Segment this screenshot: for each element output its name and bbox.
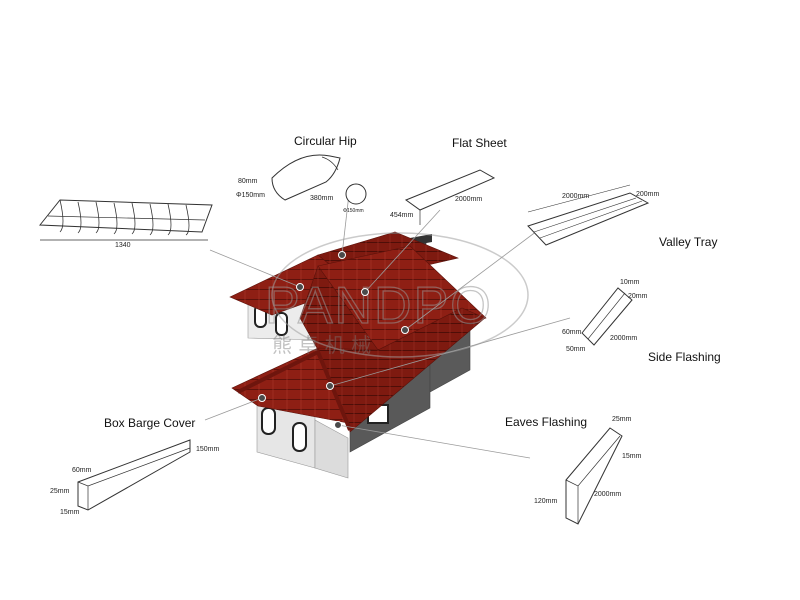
- side-length-label: 2000mm: [610, 335, 637, 342]
- watermark-cn: 熊 卓 机 械: [272, 333, 371, 357]
- side-flashing-part: Side Flashing 10mm 20mm 60mm 50mm 2000mm: [562, 279, 721, 364]
- eaves-top-label: 25mm: [612, 416, 632, 423]
- side-a-label: 60mm: [562, 329, 582, 336]
- hip-diameter-label: Φ150mm: [236, 192, 265, 199]
- hip-section-label: Φ150mm: [343, 208, 364, 214]
- marker-dot: [338, 251, 346, 259]
- roof-tile-part: 1340: [38, 199, 213, 249]
- front-corner-wall: [314, 419, 349, 479]
- side-b-label: 50mm: [566, 346, 586, 353]
- hip-shape: [271, 154, 341, 201]
- marker-dot: [361, 288, 369, 296]
- valley-tray-title: Valley Tray: [659, 235, 717, 249]
- valley-dim-line: [527, 184, 631, 213]
- flat-sheet-shape: [404, 169, 496, 211]
- watermark-ring: [271, 232, 529, 358]
- barge-c-label: 15mm: [60, 509, 80, 516]
- leader-eaves: [337, 424, 531, 459]
- flat-sheet-title: Flat Sheet: [452, 136, 507, 150]
- flat-sheet-part: Flat Sheet 454mm 2000mm: [390, 136, 507, 225]
- barge-a-label: 60mm: [72, 467, 92, 474]
- valley-tray-shape: [527, 192, 650, 246]
- eaves-folds: [565, 435, 621, 524]
- hip-height-label: 80mm: [238, 178, 258, 185]
- marker-dot: [401, 326, 409, 334]
- window: [261, 407, 276, 435]
- ridge-hip: [237, 349, 352, 431]
- marker-dot: [296, 283, 304, 291]
- barge-folds: [77, 447, 191, 510]
- flat-length-label: 2000mm: [455, 196, 482, 203]
- flat-width-label: 454mm: [390, 212, 414, 219]
- marker-dot: [334, 421, 342, 429]
- eaves-length-label: 2000mm: [594, 491, 621, 498]
- eaves-shape: [565, 427, 623, 525]
- box-barge-cover-part: Box Barge Cover 60mm 25mm 15mm 150mm: [50, 416, 220, 516]
- hip-length-label: 380mm: [310, 195, 334, 202]
- barge-b-label: 25mm: [50, 488, 70, 495]
- barge-d-label: 150mm: [196, 446, 220, 453]
- circular-hip-title: Circular Hip: [294, 134, 357, 148]
- tile-outline: [38, 199, 213, 233]
- house-illustration: [229, 231, 487, 479]
- leader-tile: [209, 249, 301, 288]
- barge-shape: [77, 439, 191, 511]
- side-mid-label: 20mm: [628, 293, 648, 300]
- window: [292, 422, 307, 452]
- tile-width-label: 1340: [115, 242, 131, 249]
- valley-tray-folds: [533, 197, 643, 239]
- leader-flat: [364, 209, 441, 293]
- side-flashing-fold: [587, 292, 626, 340]
- valley-tray-part: Valley Tray 2000mm 200mm: [527, 184, 717, 249]
- tile-waves: [59, 199, 190, 236]
- eaves-flashing-title: Eaves Flashing: [505, 415, 587, 429]
- leader-valley: [404, 224, 546, 331]
- marker-dot: [326, 382, 334, 390]
- side-flashing-title: Side Flashing: [648, 350, 721, 364]
- eaves-height-label: 120mm: [534, 498, 558, 505]
- eaves-mid-label: 15mm: [622, 453, 642, 460]
- leader-lines: [204, 184, 571, 459]
- valley-width-label: 200mm: [636, 191, 660, 198]
- box-barge-title: Box Barge Cover: [104, 416, 195, 430]
- circular-hip-part: Circular Hip 80mm Φ150mm 380mm Φ150mm: [236, 134, 367, 214]
- hip-end: [321, 156, 339, 171]
- leader-side: [329, 317, 571, 387]
- hip-section-circle: [345, 183, 367, 205]
- eaves-flashing-part: Eaves Flashing 25mm 15mm 120mm 2000mm: [505, 415, 642, 525]
- marker-dot: [258, 394, 266, 402]
- tile-step: [47, 215, 206, 221]
- side-top-label: 10mm: [620, 279, 640, 286]
- leader-barge: [204, 397, 263, 421]
- valley-length-label: 2000mm: [562, 193, 589, 200]
